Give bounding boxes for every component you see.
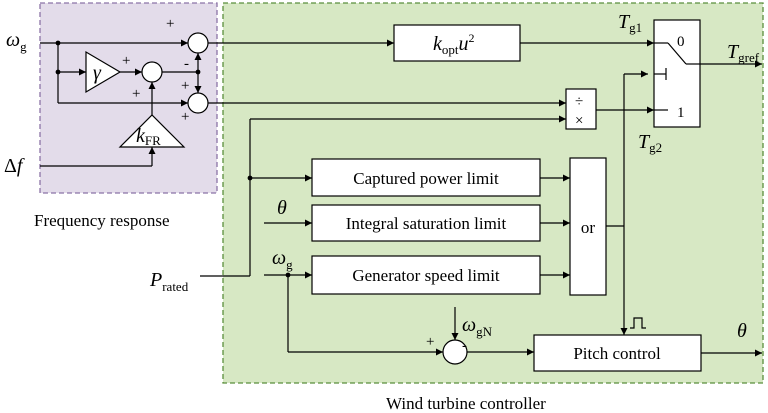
captured-power-limit-label: Captured power limit (353, 169, 499, 188)
tgref-label: Tgref (727, 41, 760, 65)
sum1-top-sign: + (166, 16, 174, 32)
kopt-block (393, 24, 521, 62)
sum2-left-sign: + (122, 53, 130, 69)
wind-turbine-controller-label: Wind turbine controller (386, 394, 546, 413)
or-gate-block (569, 157, 607, 296)
switch-zero-label: 0 (677, 34, 685, 50)
p-rated-input-label: Prated (149, 269, 189, 294)
switch-one-label: 1 (677, 105, 685, 121)
sum4-left-sign: + (426, 334, 434, 350)
sum-junction-1 (187, 32, 209, 54)
tg2-label: Tg2 (638, 131, 662, 155)
theta-output-label: θ (737, 320, 747, 342)
div-mul-block (565, 88, 597, 130)
sum1-bottom-sign: - (184, 56, 189, 72)
omega-g-input-label: ωg (6, 29, 27, 54)
omega-gN-input-label: ωgN (462, 314, 493, 339)
tg1-label: Tg1 (618, 11, 642, 35)
sum2-bottom-sign: + (132, 86, 140, 102)
kopt-label: koptu2 (433, 31, 475, 57)
pitch-control-label: Pitch control (573, 344, 661, 363)
sum-junction-2 (141, 61, 163, 83)
or-gate-label: or (581, 218, 596, 237)
captured-power-limit-block (311, 158, 541, 197)
gamma-label: γ (93, 62, 102, 84)
sum3-top-sign: + (181, 78, 189, 94)
integral-saturation-limit-block (311, 204, 541, 242)
mul-symbol: × (575, 113, 583, 129)
sum4-top-sign: - (462, 338, 467, 354)
pitch-control-block (533, 334, 702, 372)
delta-f-input-label: Δf (4, 155, 25, 177)
kfr-label: kFR (136, 125, 161, 148)
theta-input-label: θ (277, 197, 287, 219)
omega-g2-input-label: ωg (272, 247, 293, 272)
frequency-response-label: Frequency response (34, 211, 170, 230)
generator-speed-limit-label: Generator speed limit (352, 266, 500, 285)
div-symbol: ÷ (575, 94, 583, 110)
integral-saturation-limit-label: Integral saturation limit (346, 214, 507, 233)
sum3-bottom-sign: + (181, 109, 189, 125)
frequency-response-region (39, 2, 218, 194)
sum-junction-3 (187, 92, 209, 114)
